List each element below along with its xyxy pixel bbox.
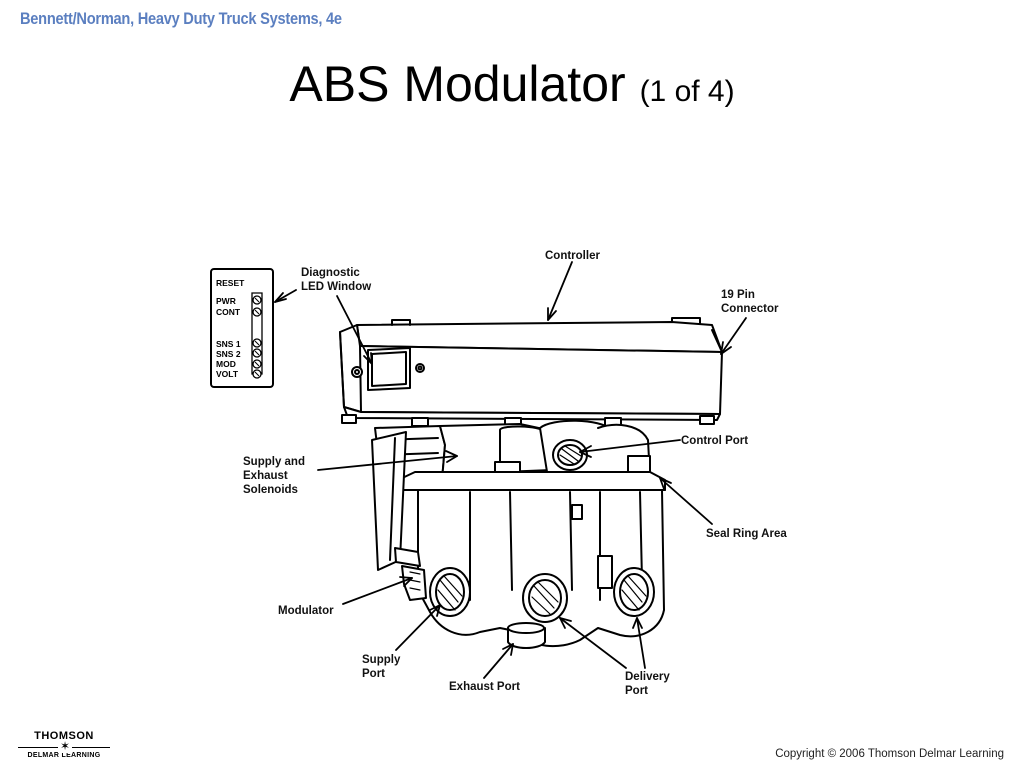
callout-supply-port: Supply Port: [362, 654, 401, 680]
slide-title-main: ABS Modulator: [289, 56, 626, 112]
controller-housing: [339, 317, 723, 427]
callout-exhaust-port: Exhaust Port: [449, 681, 520, 693]
callout-arrows: [274, 261, 747, 679]
logo-rule: ✶: [14, 739, 114, 753]
callout-seal-ring-area: Seal Ring Area: [706, 528, 787, 540]
logo-brand: THOMSON: [34, 730, 94, 742]
modulator-valve-body: [371, 419, 666, 649]
led-label-cont: CONT: [216, 307, 241, 317]
led-label-sns1: SNS 1: [216, 339, 241, 349]
callout-supply-exhaust-solenoids: Supply and Exhaust Solenoids: [243, 456, 305, 496]
callout-diagnostic-led-window: Diagnostic LED Window: [301, 267, 372, 293]
callout-modulator: Modulator: [278, 605, 334, 617]
logo-star-icon: ✶: [58, 739, 73, 753]
slide-title-subtitle: (1 of 4): [639, 75, 735, 108]
copyright-notice: Copyright © 2006 Thomson Delmar Learning: [775, 748, 1004, 760]
callout-delivery-port: Delivery Port: [625, 671, 670, 697]
led-label-mod: MOD: [216, 359, 236, 369]
slide-title: ABS Modulator (1 of 4): [0, 56, 1024, 114]
led-panel-graphic: [251, 292, 263, 379]
logo-subtitle: DELMAR LEARNING: [27, 752, 101, 759]
book-title: Bennett/Norman, Heavy Duty Truck Systems…: [20, 9, 342, 28]
callout-controller: Controller: [545, 250, 600, 262]
led-label-sns2: SNS 2: [216, 349, 241, 359]
led-label-volt: VOLT: [216, 369, 239, 379]
led-indicator-panel: RESET PWR CONT SNS 1 SNS 2 MOD VOLT: [210, 268, 274, 388]
led-label-reset: RESET: [216, 278, 245, 288]
callout-control-port: Control Port: [681, 435, 749, 447]
thomson-delmar-logo: THOMSON ✶ DELMAR LEARNING: [14, 730, 114, 759]
led-label-pwr: PWR: [216, 296, 236, 306]
callout-19-pin-connector: 19 Pin Connector: [721, 289, 779, 315]
